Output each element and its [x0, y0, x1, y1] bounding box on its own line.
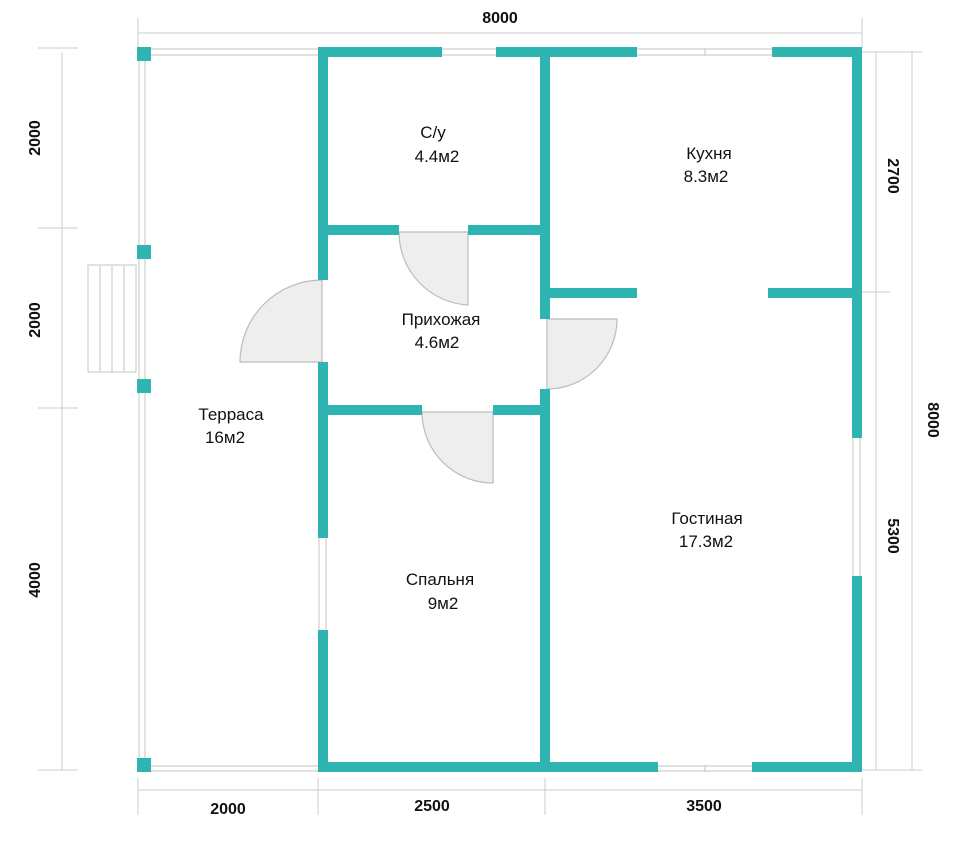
living-room-name: Гостиная — [671, 509, 742, 528]
kitchen-area: 8.3м2 — [684, 167, 729, 186]
dim-bottom-terrace: 2000 — [210, 801, 246, 818]
room-labels: С/у 4.4м2 Кухня 8.3м2 Прихожая 4.6м2 Тер… — [198, 123, 742, 613]
dim-bottom-right: 3500 — [686, 798, 722, 815]
dim-left-bottom: 4000 — [27, 562, 44, 598]
windows — [318, 48, 861, 772]
kitchen-name: Кухня — [686, 144, 732, 163]
dim-right-total: 8000 — [924, 402, 941, 438]
bedroom-name: Спальня — [406, 570, 474, 589]
living-room-area: 17.3м2 — [679, 532, 733, 551]
terrace-name: Терраса — [198, 405, 264, 424]
dim-right-living: 5300 — [884, 518, 901, 554]
walls — [137, 47, 862, 772]
bedroom-area: 9м2 — [428, 594, 459, 613]
hallway-name: Прихожая — [402, 310, 481, 329]
dimension-lines — [38, 18, 922, 815]
terrace-area: 16м2 — [205, 428, 245, 447]
dimension-labels: 8000 2000 2500 3500 2000 2000 4000 8000 … — [27, 10, 941, 818]
dim-right-kitchen: 2700 — [884, 158, 901, 194]
bathroom-area: 4.4м2 — [415, 147, 460, 166]
terrace-railing — [138, 48, 320, 772]
dim-left-top: 2000 — [27, 120, 44, 156]
dim-left-middle: 2000 — [27, 302, 44, 338]
terrace-steps — [87, 264, 137, 373]
dim-top-total: 8000 — [482, 10, 518, 27]
bathroom-name: С/у — [420, 123, 446, 142]
doors — [239, 231, 618, 484]
dim-bottom-middle: 2500 — [414, 798, 450, 815]
hallway-area: 4.6м2 — [415, 333, 460, 352]
